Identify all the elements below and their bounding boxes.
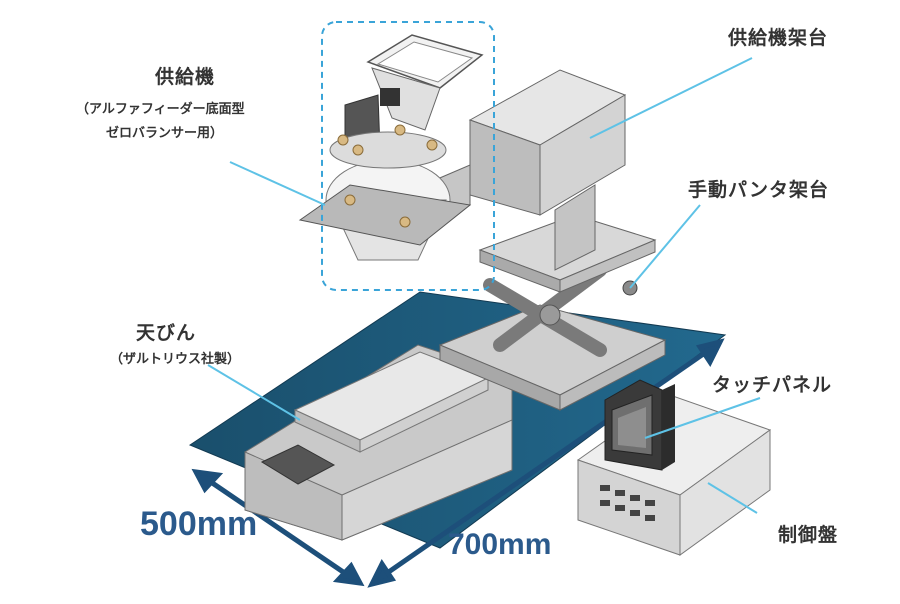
touch-panel-device (604, 379, 675, 471)
leader-feeder-stand (589, 57, 753, 139)
leader-touch-panel (644, 397, 761, 439)
balance-note: （ザルトリウス社製） (110, 352, 241, 367)
depth-dimension-label: 700mm (448, 528, 552, 561)
control-panel-label: 制御盤 (778, 524, 839, 546)
feeder-stand (434, 69, 627, 271)
leader-feeder (229, 161, 326, 206)
touch-panel-label: タッチパネル (712, 374, 833, 396)
feeder-label: 供給機 (155, 66, 216, 88)
depth-dimension-arrow (367, 338, 725, 588)
feeder-note-line1: （アルファフィーダー底面型 (76, 102, 245, 117)
balance-scale (244, 344, 513, 541)
feeder-highlight-box (321, 21, 495, 291)
balance-label: 天びん (136, 322, 197, 344)
width-dimension-arrow (191, 468, 365, 587)
leader-balance (207, 364, 301, 421)
feeder-note-line2: ゼロバランサー用） (106, 126, 224, 141)
leader-lines (207, 57, 761, 514)
manual-jack-stand (438, 214, 667, 411)
width-dimension-label: 500mm (140, 505, 258, 543)
jack-stand-label: 手動パンタ架台 (688, 179, 829, 201)
feeder-stand-label: 供給機架台 (728, 27, 829, 49)
feeder (298, 34, 484, 261)
leader-control-panel (707, 482, 758, 514)
leader-jack-stand (629, 204, 701, 289)
